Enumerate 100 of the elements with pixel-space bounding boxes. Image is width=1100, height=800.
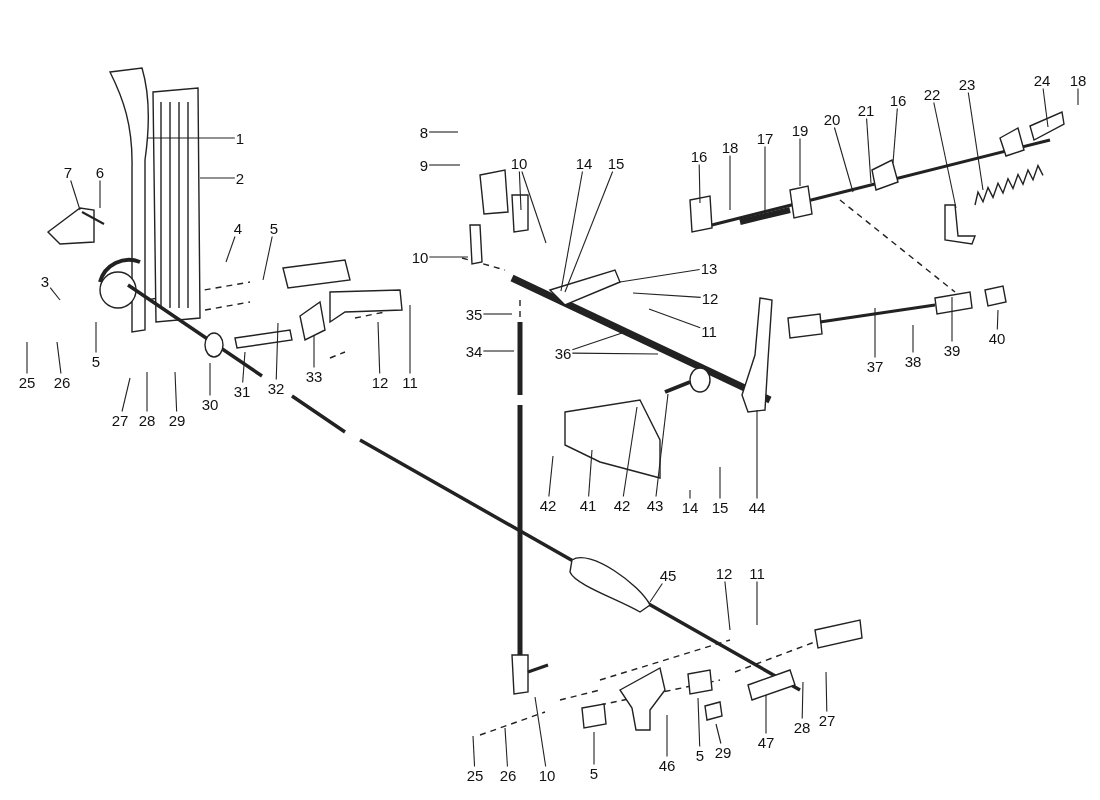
callout-number: 33 <box>304 367 324 385</box>
callout-number: 21 <box>856 101 876 119</box>
leader-line <box>689 489 691 500</box>
leader-line <box>756 580 758 626</box>
callout-number: 13 <box>699 259 719 277</box>
leader-line <box>967 91 984 191</box>
leader-line <box>912 324 914 354</box>
leader-line <box>697 697 701 748</box>
callout-number: 26 <box>498 766 518 784</box>
callout-number: 46 <box>657 756 677 774</box>
callout-number: 5 <box>268 219 280 237</box>
callout-number: 32 <box>266 379 286 397</box>
callout-number: 18 <box>720 138 740 156</box>
callout-number: 10 <box>410 248 430 266</box>
leader-line <box>242 351 246 384</box>
leader-line <box>564 170 614 293</box>
callout-number: 24 <box>1032 71 1052 89</box>
callout-number: 8 <box>418 123 430 141</box>
leader-line <box>833 126 854 193</box>
leader-line <box>719 466 721 500</box>
callout-number: 35 <box>464 305 484 323</box>
callout-number: 23 <box>957 75 977 93</box>
callout-number: 11 <box>700 322 718 340</box>
callout-number: 20 <box>822 110 842 128</box>
callout-number: 47 <box>756 733 776 751</box>
leader-line <box>121 377 131 413</box>
callout-number: 27 <box>110 411 130 429</box>
leader-line <box>209 362 211 397</box>
leader-line <box>799 137 801 187</box>
leader-line <box>729 154 731 211</box>
callout-number: 15 <box>710 498 730 516</box>
leader-line <box>756 409 758 500</box>
leader-line <box>764 145 766 216</box>
leader-line <box>534 696 547 768</box>
leader-line <box>724 580 731 631</box>
callout-number: 11 <box>401 373 419 391</box>
callout-number: 9 <box>418 156 430 174</box>
leader-line <box>649 582 663 603</box>
callout-number: 17 <box>755 129 775 147</box>
leader-line <box>1077 87 1079 106</box>
leader-line <box>866 117 872 184</box>
callout-number: 1 <box>234 129 246 147</box>
callout-number: 18 <box>1068 71 1088 89</box>
leader-line <box>632 292 702 298</box>
leader-line <box>95 321 97 354</box>
callout-number: 14 <box>680 498 700 516</box>
leader-line <box>892 107 898 164</box>
callout-number: 38 <box>903 352 923 370</box>
callout-number: 5 <box>694 746 706 764</box>
leader-line <box>377 321 381 375</box>
callout-number: 29 <box>167 411 187 429</box>
callout-number: 29 <box>713 743 733 761</box>
leader-line <box>801 681 804 720</box>
leader-line <box>619 268 701 283</box>
callout-number: 44 <box>747 498 767 516</box>
leader-line <box>482 313 513 315</box>
leader-line <box>482 350 515 352</box>
leader-line <box>147 137 236 139</box>
leader-line <box>26 341 28 375</box>
leader-line <box>428 256 469 258</box>
callout-number: 4 <box>232 219 244 237</box>
leader-line <box>504 727 508 768</box>
leader-line <box>1042 87 1049 128</box>
callout-number: 31 <box>232 382 252 400</box>
callout-number: 26 <box>52 373 72 391</box>
leader-line <box>521 170 547 244</box>
callout-number: 25 <box>17 373 37 391</box>
leader-line <box>199 177 236 179</box>
leader-line <box>262 235 273 281</box>
callout-number: 10 <box>537 766 557 784</box>
leader-line <box>275 322 279 381</box>
callout-number: 5 <box>90 352 102 370</box>
leader-line <box>174 371 178 413</box>
callout-number: 16 <box>689 147 709 165</box>
leader-line <box>765 694 767 735</box>
leader-line <box>428 164 461 166</box>
leader-line <box>225 235 236 263</box>
leader-line <box>933 101 957 209</box>
callout-number: 19 <box>790 121 810 139</box>
callout-number: 6 <box>94 163 106 181</box>
leader-line <box>951 296 953 343</box>
callout-number: 39 <box>942 341 962 359</box>
callout-number: 12 <box>714 564 734 582</box>
callout-number: 12 <box>370 373 390 391</box>
leader-line <box>70 179 81 211</box>
leader-line <box>648 308 701 329</box>
callout-number: 7 <box>62 163 74 181</box>
callout-number: 34 <box>464 342 484 360</box>
leader-line <box>655 393 669 498</box>
callout-number: 15 <box>606 154 626 172</box>
leader-line <box>428 131 459 133</box>
callout-number: 5 <box>588 764 600 782</box>
callout-number: 42 <box>538 496 558 514</box>
leader-line <box>409 304 411 375</box>
leader-line <box>588 449 593 498</box>
callout-number: 36 <box>553 344 573 362</box>
callout-number: 11 <box>748 564 766 582</box>
callout-number: 28 <box>137 411 157 429</box>
callout-number: 12 <box>700 289 720 307</box>
callout-number: 30 <box>200 395 220 413</box>
